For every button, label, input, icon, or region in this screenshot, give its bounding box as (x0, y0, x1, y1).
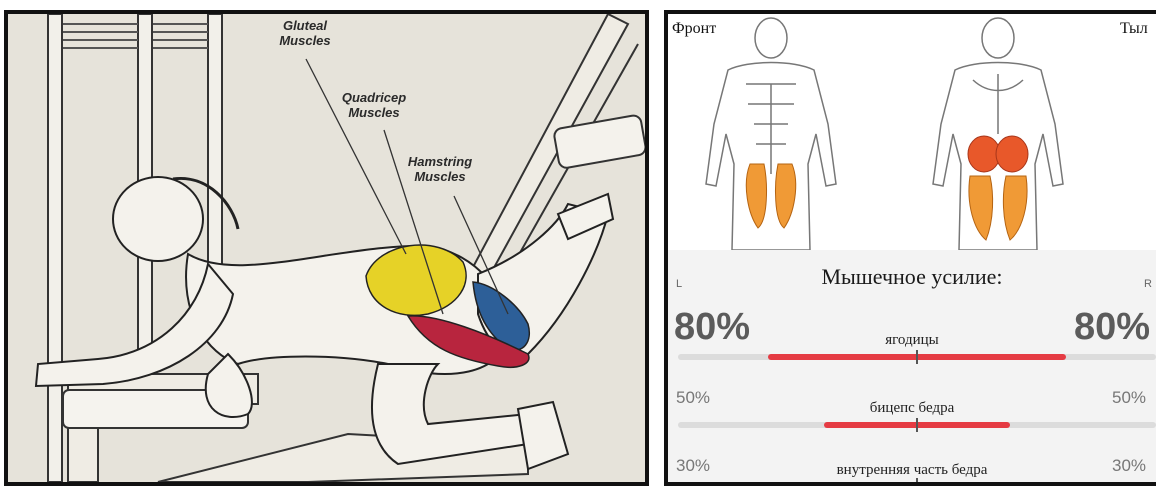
muscle-effort-app: Фронт Тыл (664, 10, 1156, 486)
back-body-figure (933, 18, 1063, 250)
right-side-letter: R (1144, 278, 1152, 290)
front-body-figure (706, 18, 836, 250)
effort-title: Мышечное усилие: (668, 264, 1156, 290)
hamstring-center-tick (916, 418, 918, 432)
hamstring-effort-bar (678, 422, 1156, 428)
inner-thigh-center-tick (916, 478, 918, 486)
exercise-illustration: Gluteal Muscles Quadricep Muscles Hamstr… (4, 10, 649, 486)
left-side-letter: L (676, 278, 682, 290)
glutes-effort-bar (678, 354, 1156, 360)
inner-thigh-effort-bar (678, 482, 1156, 486)
hamstring-label: бицепс бедра (668, 400, 1156, 417)
muscle-effort-panel: Мышечное усилие: L R 80% 80% ягодицы 50%… (668, 250, 1156, 486)
machine-drawing (8, 14, 645, 482)
glutes-center-tick (916, 350, 918, 364)
inner-thigh-label: внутренняя часть бедра (668, 462, 1156, 479)
inner-thigh-effort-fill (861, 482, 973, 486)
gluteal-label: Gluteal Muscles (270, 18, 340, 48)
hamstring-label: Hamstring Muscles (396, 154, 484, 184)
body-figures (668, 14, 1156, 250)
glutes-label: ягодицы (668, 332, 1156, 349)
quadricep-label: Quadricep Muscles (332, 90, 416, 120)
body-map: Фронт Тыл (668, 14, 1156, 250)
